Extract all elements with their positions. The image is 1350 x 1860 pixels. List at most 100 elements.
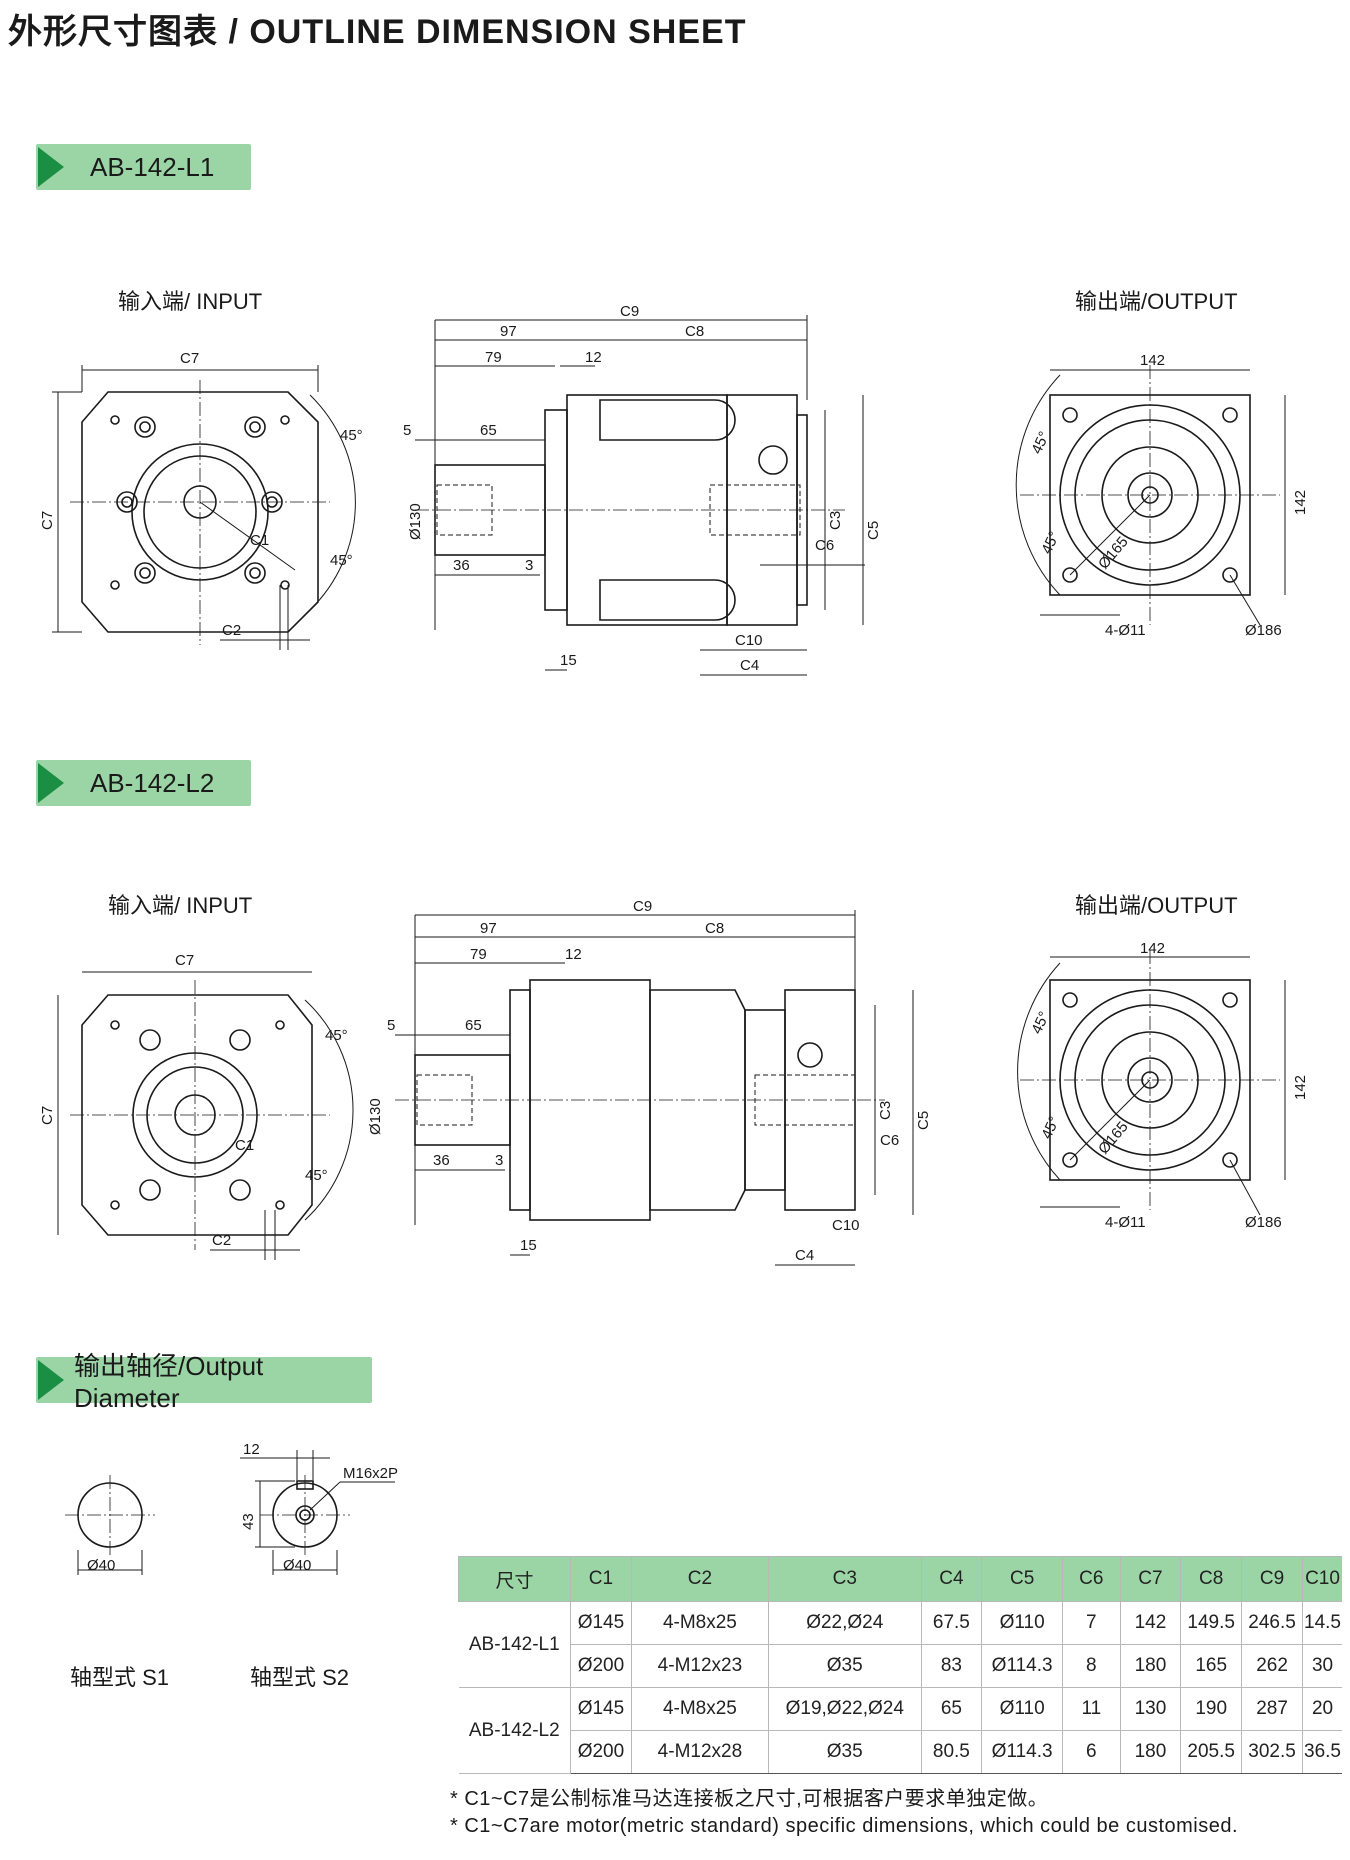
table-header: C9	[1241, 1556, 1304, 1602]
table-cell: Ø35	[768, 1644, 922, 1688]
table-cell: 180	[1120, 1644, 1182, 1688]
page-title: 外形尺寸图表 / OUTLINE DIMENSION SHEET	[8, 13, 747, 51]
table-cell: 246.5	[1241, 1601, 1304, 1645]
dim-15: 15	[560, 652, 577, 669]
input-label-l2: 输入端/ INPUT	[108, 893, 253, 918]
table-cell: Ø110	[981, 1687, 1064, 1731]
table-cell: 4-M12x28	[631, 1730, 769, 1774]
dim-142-vertical: 142	[1292, 1075, 1309, 1100]
dim-c6: C6	[815, 537, 834, 554]
table-header: C10	[1302, 1556, 1342, 1602]
dim-3: 3	[525, 557, 533, 574]
dim-c4: C4	[795, 1247, 814, 1264]
table-cell: Ø114.3	[981, 1730, 1064, 1774]
dim-c1: C1	[250, 532, 269, 549]
dim-c10: C10	[735, 632, 763, 649]
table-cell: 165	[1180, 1644, 1243, 1688]
table-cell: 180	[1120, 1730, 1182, 1774]
dim-angle: 45°	[1038, 529, 1063, 557]
table-cell: 80.5	[921, 1730, 983, 1774]
dim-c9: C9	[633, 898, 652, 915]
table-cell: Ø145	[570, 1687, 632, 1731]
dim-65: 65	[480, 422, 497, 439]
dim-c3: C3	[827, 511, 844, 530]
arrow-icon	[38, 763, 64, 803]
table-cell: Ø110	[981, 1601, 1064, 1645]
dim-c3: C3	[877, 1101, 894, 1120]
table-header: C8	[1180, 1556, 1243, 1602]
table-cell: 262	[1241, 1644, 1304, 1688]
table-cell: Ø145	[570, 1601, 632, 1645]
section-tag-shaft: 输出轴径/Output Diameter	[36, 1351, 372, 1413]
table-cell: 190	[1180, 1687, 1243, 1731]
dim-c10: C10	[832, 1217, 860, 1234]
dim-c8: C8	[705, 920, 724, 937]
table-cell: 65	[921, 1687, 983, 1731]
shaft-drawings: Ø40 Ø40 12 43 M16x2P	[65, 1441, 398, 1575]
dim-97: 97	[480, 920, 497, 937]
table-cell: Ø19,Ø22,Ø24	[768, 1687, 922, 1731]
table-cell: 30	[1302, 1644, 1342, 1688]
dim-142-vertical: 142	[1292, 490, 1309, 515]
dim-65: 65	[465, 1017, 482, 1034]
dim-holes: 4-Ø11	[1105, 622, 1146, 639]
dim-97: 97	[500, 323, 517, 340]
dim-130: Ø130	[407, 503, 424, 540]
section-tag-l2: AB-142-L2	[36, 760, 251, 806]
table-cell: 14.5	[1302, 1601, 1342, 1645]
input-flange-drawing-l1: C7 C7 45° 45° C1 C2	[39, 350, 363, 650]
dim-c7-vertical: C7	[39, 1106, 56, 1125]
dim-angle: 45°	[330, 552, 353, 569]
table-cell: 11	[1062, 1687, 1121, 1731]
table-cell: 287	[1241, 1687, 1304, 1731]
output-flange-drawing-l1: 142 142 45° 45° Ø165 4-Ø11 Ø186	[1015, 352, 1309, 639]
dim-186: Ø186	[1245, 1214, 1282, 1231]
table-cell: Ø35	[768, 1730, 922, 1774]
dim-3: 3	[495, 1152, 503, 1169]
side-view-drawing-l1: C9 97 C8 79 12 5 65 36 3 15 C10 C4 C6 Ø1…	[403, 303, 882, 676]
shaft-type-s1: 轴型式 S1	[70, 1665, 170, 1690]
dim-angle: 45°	[325, 1027, 348, 1044]
input-label-l1: 输入端/ INPUT	[118, 289, 263, 314]
dim-angle: 45°	[1038, 1114, 1063, 1142]
dim-angle: 45°	[305, 1167, 328, 1184]
table-header: C7	[1119, 1556, 1182, 1602]
input-flange-drawing-l2: C7 C7 45° 45° C1 C2	[39, 952, 354, 1260]
table-header: C3	[767, 1556, 922, 1602]
table-cell: 67.5	[921, 1601, 983, 1645]
dim-angle: 45°	[340, 427, 363, 444]
dim-c5: C5	[915, 1111, 932, 1130]
table-cell: 8	[1062, 1644, 1121, 1688]
table-cell: 142	[1120, 1601, 1182, 1645]
dim-79: 79	[485, 349, 502, 366]
dim-c7: C7	[180, 350, 199, 367]
dim-c5: C5	[865, 521, 882, 540]
dim-c1: C1	[235, 1137, 254, 1154]
table-header: C5	[981, 1556, 1064, 1602]
dim-c6: C6	[880, 1132, 899, 1149]
shaft-type-s2: 轴型式 S2	[250, 1665, 350, 1690]
dim-36: 36	[453, 557, 470, 574]
dim-142: 142	[1140, 352, 1165, 369]
table-cell: Ø22,Ø24	[768, 1601, 922, 1645]
model-cell: AB-142-L2	[458, 1687, 572, 1774]
table-header: C1	[570, 1556, 632, 1602]
dim-c7: C7	[175, 952, 194, 969]
table-cell: 4-M8x25	[631, 1687, 769, 1731]
output-label-l2: 输出端/OUTPUT	[1075, 893, 1238, 918]
dim-142: 142	[1140, 940, 1165, 957]
dim-12: 12	[585, 349, 602, 366]
arrow-icon	[38, 1360, 64, 1400]
dim-43: 43	[240, 1513, 257, 1530]
table-cell: 4-M8x25	[631, 1601, 769, 1645]
table-cell: 20	[1302, 1687, 1342, 1731]
dim-c7-vertical: C7	[39, 511, 56, 530]
model-cell: AB-142-L1	[458, 1601, 572, 1688]
dim-c2: C2	[212, 1232, 231, 1249]
table-header: 尺寸	[457, 1556, 572, 1602]
thread-label: M16x2P	[343, 1465, 398, 1482]
note-cn: * C1~C7是公制标准马达连接板之尺寸,可根据客户要求单独定做。	[450, 1788, 1049, 1810]
dim-12-keyway: 12	[243, 1441, 260, 1458]
